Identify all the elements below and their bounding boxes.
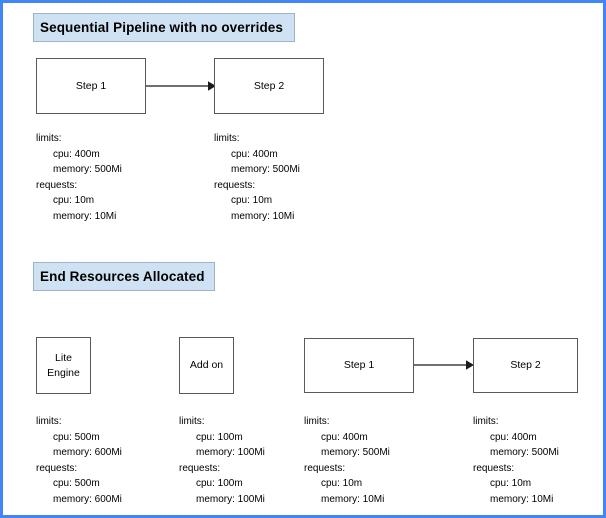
- requests-cpu: cpu: 10m: [490, 478, 532, 489]
- limits-cpu: cpu: 400m: [231, 148, 278, 160]
- limits-cpu: cpu: 400m: [321, 431, 368, 443]
- node-box-step-2[interactable]: Step 2: [214, 58, 324, 114]
- resource-block-step-1: limits: cpu: 400m memory: 500Mi requests…: [36, 131, 122, 224]
- requests-label: requests:: [214, 179, 256, 191]
- limits-label: limits:: [473, 416, 499, 427]
- requests-label: requests:: [36, 462, 78, 474]
- node-label: Step 1: [343, 359, 375, 372]
- limits-memory: memory: 600Mi: [53, 447, 122, 458]
- node-box-step-1[interactable]: Step 1: [36, 58, 146, 114]
- limits-label: limits:: [36, 416, 62, 427]
- requests-cpu: cpu: 10m: [231, 195, 273, 206]
- node-label: Add on: [189, 359, 224, 372]
- limits-memory: memory: 500Mi: [321, 447, 390, 458]
- requests-label: requests:: [179, 462, 221, 474]
- requests-memory: memory: 10Mi: [231, 210, 295, 222]
- limits-label: limits:: [179, 416, 205, 427]
- requests-memory: memory: 10Mi: [321, 493, 385, 505]
- limits-cpu: cpu: 400m: [53, 148, 100, 160]
- resource-block-lite-engine: limits: cpu: 500m memory: 600Mi requests…: [36, 414, 122, 507]
- node-box-add-on[interactable]: Add on: [179, 337, 234, 394]
- limits-memory: memory: 500Mi: [231, 164, 300, 175]
- requests-label: requests:: [304, 462, 346, 474]
- node-label-line-2: Engine: [47, 366, 80, 379]
- node-box-step-1-allocated[interactable]: Step 1: [304, 338, 414, 393]
- requests-cpu: cpu: 100m: [196, 478, 243, 489]
- requests-cpu: cpu: 10m: [53, 195, 95, 206]
- node-box-lite-engine[interactable]: Lite Engine: [36, 337, 91, 394]
- requests-cpu: cpu: 10m: [321, 478, 363, 489]
- resource-block-add-on: limits: cpu: 100m memory: 100Mi requests…: [179, 414, 265, 507]
- requests-memory: memory: 100Mi: [196, 493, 265, 505]
- resource-block-step-2-allocated: limits: cpu: 400m memory: 500Mi requests…: [473, 414, 559, 507]
- requests-label: requests:: [473, 462, 515, 474]
- limits-label: limits:: [214, 133, 240, 144]
- limits-cpu: cpu: 500m: [53, 431, 100, 443]
- node-label: Step 1: [75, 79, 107, 92]
- section-header-end-resources-allocated: End Resources Allocated: [33, 262, 215, 291]
- arrow-step1-to-step2: [146, 79, 216, 93]
- node-label-line-1: Lite: [55, 352, 72, 365]
- node-box-step-2-allocated[interactable]: Step 2: [473, 338, 578, 393]
- requests-cpu: cpu: 500m: [53, 478, 100, 489]
- limits-memory: memory: 100Mi: [196, 447, 265, 458]
- limits-memory: memory: 500Mi: [490, 447, 559, 458]
- limits-label: limits:: [304, 416, 330, 427]
- node-label: Step 2: [253, 79, 285, 92]
- requests-memory: memory: 10Mi: [53, 210, 117, 222]
- limits-memory: memory: 500Mi: [53, 164, 122, 175]
- limits-cpu: cpu: 400m: [490, 431, 537, 443]
- requests-memory: memory: 600Mi: [53, 493, 122, 505]
- limits-label: limits:: [36, 133, 62, 144]
- requests-label: requests:: [36, 179, 78, 191]
- resource-block-step-1-allocated: limits: cpu: 400m memory: 500Mi requests…: [304, 414, 390, 507]
- resource-block-step-2: limits: cpu: 400m memory: 500Mi requests…: [214, 131, 300, 224]
- node-label: Step 2: [510, 359, 541, 372]
- requests-memory: memory: 10Mi: [490, 493, 554, 505]
- arrow-step1-to-step2-allocated: [414, 358, 474, 372]
- section-header-sequential-pipeline: Sequential Pipeline with no overrides: [33, 13, 295, 42]
- limits-cpu: cpu: 100m: [196, 431, 243, 443]
